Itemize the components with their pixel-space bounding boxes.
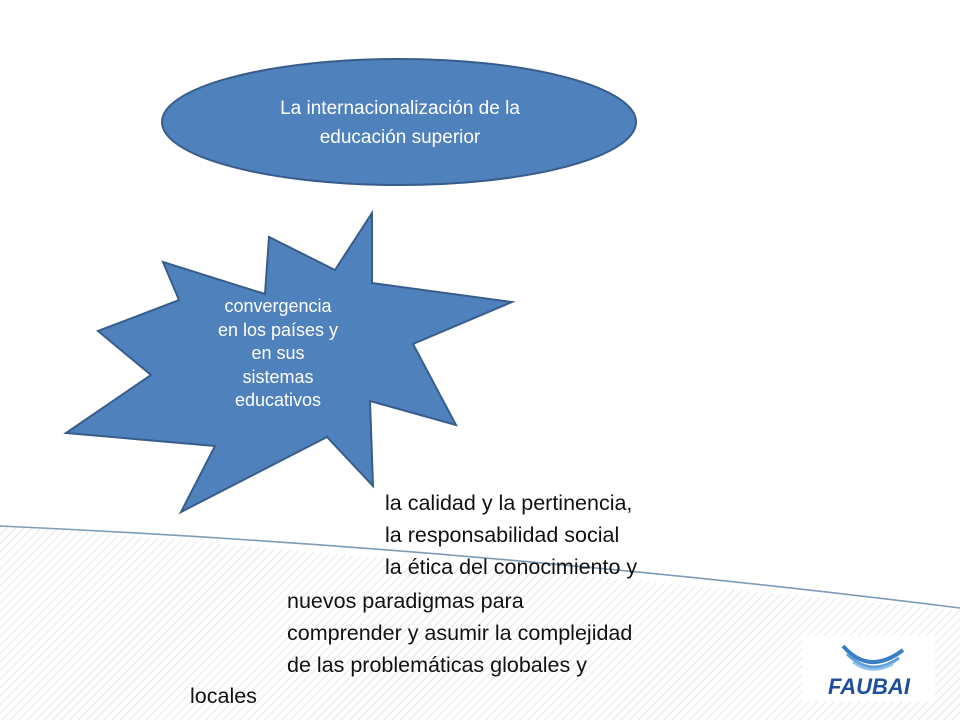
- title-line-1: La internacionalización de la: [280, 98, 520, 119]
- body-line: nuevos paradigmas para: [287, 589, 524, 613]
- logo-text: FAUBAI: [828, 674, 911, 699]
- title-line-2: educación superior: [319, 127, 481, 148]
- star-line: convergencia: [224, 296, 332, 316]
- body-line: la responsabilidad social: [385, 523, 620, 547]
- title-ellipse: [161, 58, 637, 186]
- star-line: sistemas: [242, 366, 314, 387]
- star-line: en sus: [251, 343, 305, 363]
- accent-line: [0, 525, 960, 609]
- title-shape-text: La internacionalización de la educación …: [235, 94, 565, 152]
- hatched-band: [0, 524, 960, 720]
- star-line: educativos: [234, 390, 322, 410]
- body-line: la ética del conocimiento y: [385, 555, 638, 579]
- explosion-star-shape: [63, 209, 516, 515]
- body-line: de las problemáticas globales y: [287, 653, 587, 677]
- body-line: locales: [190, 684, 257, 708]
- faubai-logo: FAUBAI: [803, 636, 935, 702]
- star-shape-text: convergencia en los países y en sus sist…: [188, 295, 368, 413]
- star-line: en los países y: [217, 319, 339, 340]
- body-line: la calidad y la pertinencia,: [385, 491, 633, 515]
- body-line: comprender y asumir la complejidad: [287, 621, 633, 645]
